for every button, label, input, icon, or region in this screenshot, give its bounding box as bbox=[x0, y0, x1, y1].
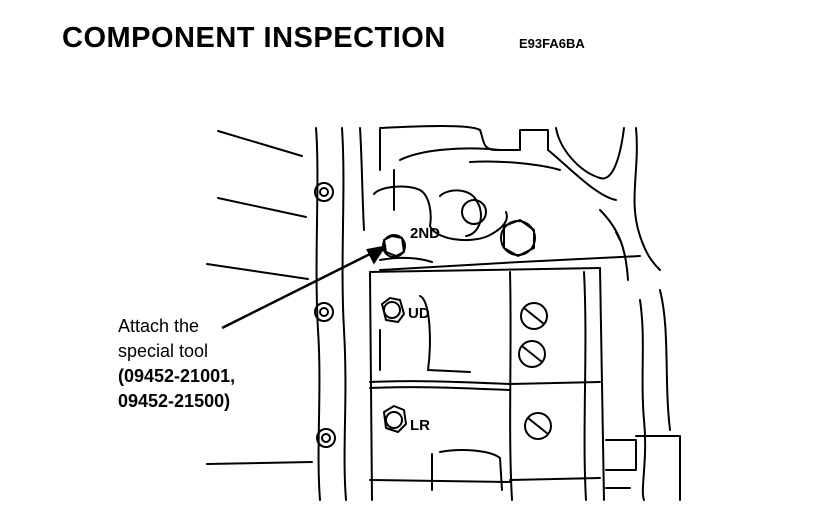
leader-line bbox=[217, 130, 303, 157]
fitting-ud bbox=[381, 297, 405, 323]
screw bbox=[518, 340, 546, 368]
callout-line-2: special tool bbox=[118, 341, 209, 361]
leader-line bbox=[206, 263, 309, 280]
page-title: COMPONENT INSPECTION bbox=[62, 22, 446, 54]
label-lr: LR bbox=[410, 417, 430, 434]
screw bbox=[524, 412, 552, 440]
case-bolt bbox=[314, 302, 334, 322]
label-ud: UD bbox=[408, 305, 430, 322]
callout-line-1: Attach the bbox=[118, 316, 200, 336]
leader-line bbox=[206, 461, 313, 465]
case-outline bbox=[315, 127, 321, 501]
case-bolt bbox=[314, 182, 334, 202]
case-bolt bbox=[316, 428, 336, 448]
label-2nd: 2ND bbox=[410, 225, 440, 242]
callout-line-3: (09452-21001, bbox=[118, 366, 236, 386]
callout-arrow bbox=[221, 248, 379, 330]
screw bbox=[520, 302, 548, 330]
document-code: E93FA6BA bbox=[519, 36, 585, 51]
callout-text: Attach the special tool (09452-21001, 09… bbox=[118, 314, 235, 414]
fitting-lr bbox=[383, 405, 407, 433]
leader-line bbox=[217, 197, 307, 218]
callout-line-4: 09452-21500) bbox=[118, 391, 231, 411]
